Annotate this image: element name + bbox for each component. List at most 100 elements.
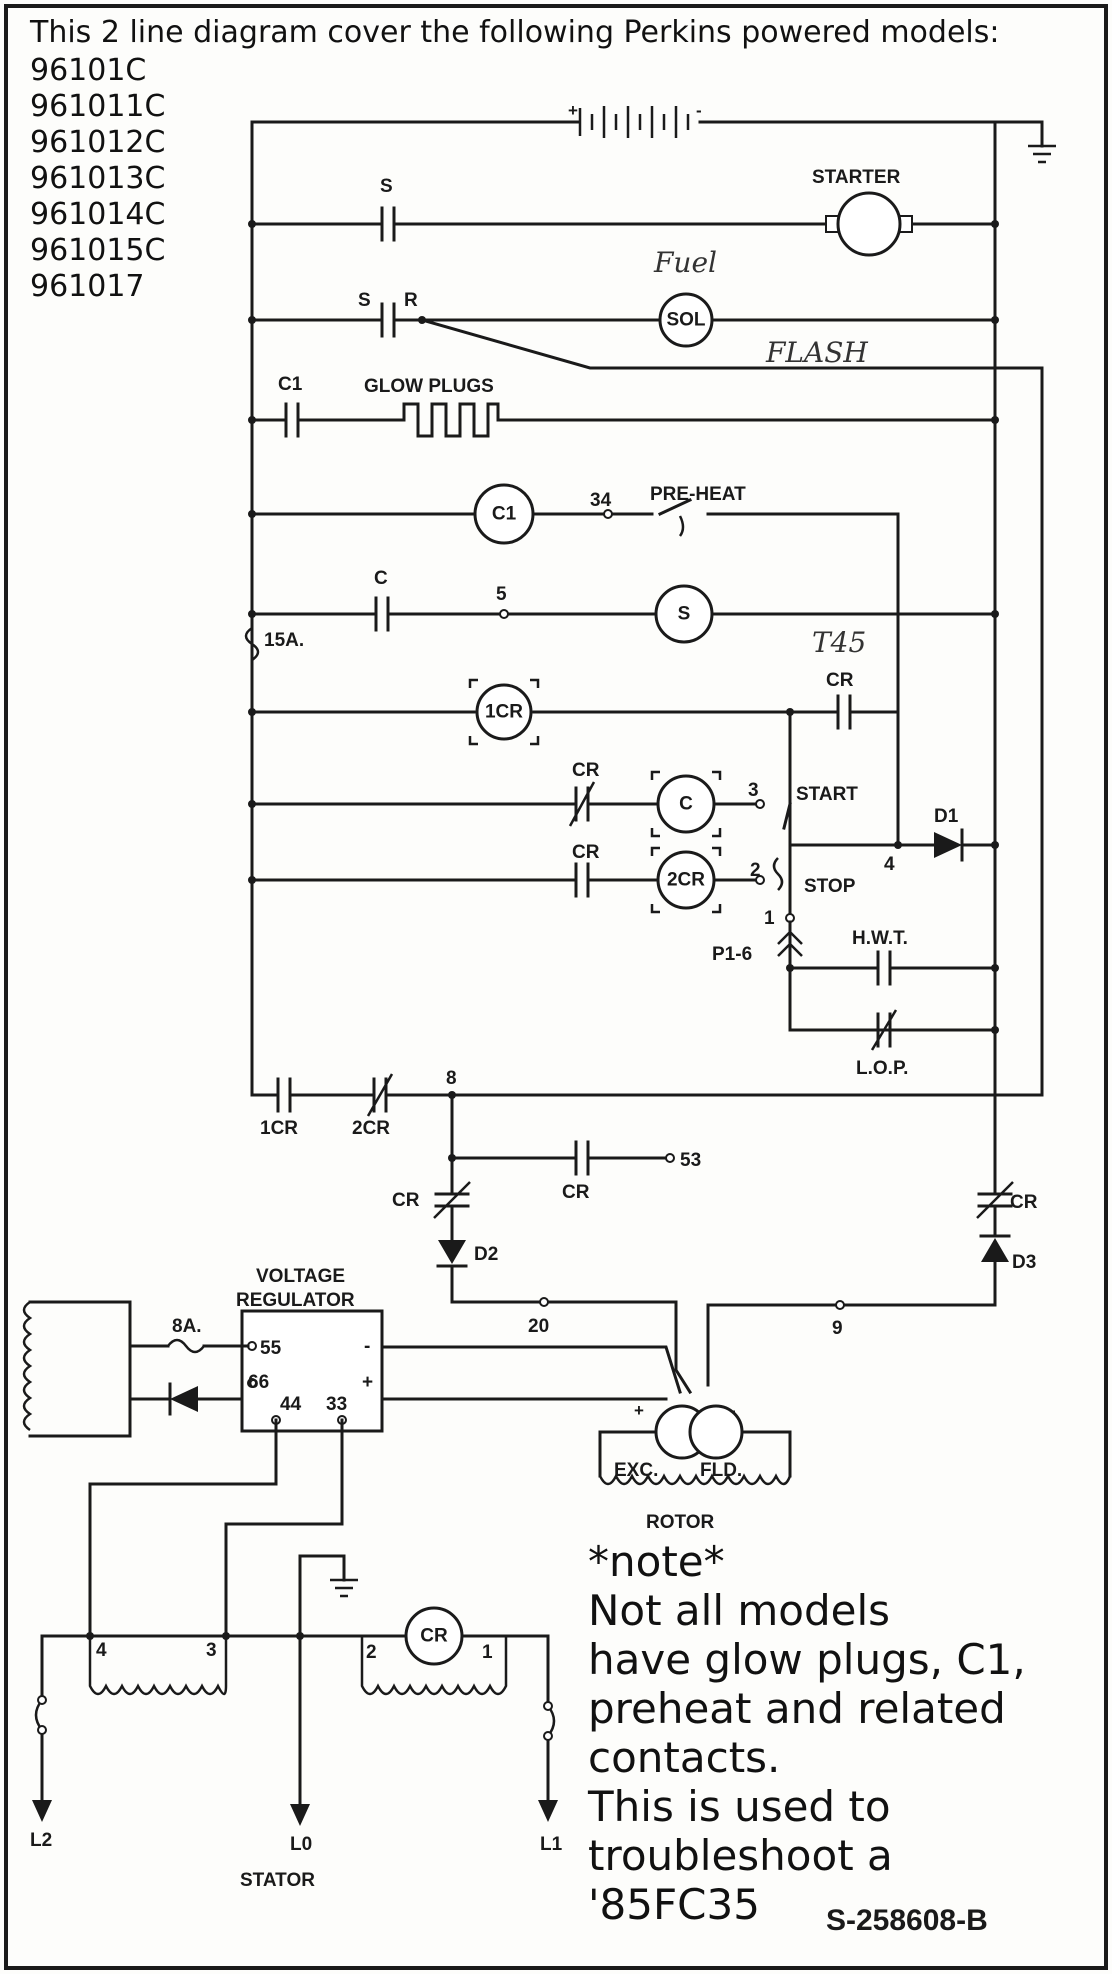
c1-coil-icon (473, 483, 535, 545)
stator-ground-icon (330, 1578, 358, 1598)
label-reg-plus: + (362, 1372, 373, 1393)
handwritten-flash: FLASH (766, 336, 868, 369)
label-fld: FLD. (700, 1460, 742, 1481)
label-s-coil: S (678, 604, 691, 625)
label-wire-34: 34 (590, 490, 612, 511)
model-item: 961017 (30, 269, 145, 304)
fuel-solenoid-rung (248, 292, 1044, 1097)
d1-diode-icon (934, 832, 962, 858)
label-wire-1: 1 (764, 908, 775, 929)
regulator-diode-icon (170, 1386, 198, 1412)
label-starter: STARTER (812, 167, 901, 188)
c-coil-rung (248, 770, 792, 838)
model-item: 96101C (30, 53, 147, 88)
note-line: '85FC35 (588, 1880, 760, 1929)
model-item: 961014C (30, 197, 166, 232)
model-item: 961015C (30, 233, 166, 268)
document-number: S-258608-B (826, 1904, 988, 1937)
handwritten-fuel: Fuel (654, 246, 717, 279)
label-cr-contact-1: CR (826, 670, 854, 691)
svg-text:+: + (568, 101, 578, 120)
label-c1-coil: C1 (492, 504, 517, 525)
label-glow-plugs: GLOW PLUGS (364, 376, 494, 397)
label-wire-3: 3 (748, 780, 759, 801)
c-coil-icon (656, 774, 716, 834)
c1-preheat-rung (248, 483, 900, 847)
stator-cr-coil-icon (404, 1606, 464, 1666)
model-item: 961011C (30, 89, 166, 124)
s-coil-rung (244, 584, 999, 662)
fuse-8a-icon (167, 1338, 205, 1354)
safety-switch-rungs (777, 913, 999, 1051)
note-line: troubleshoot a (588, 1831, 893, 1880)
label-stator-4: 4 (96, 1640, 107, 1661)
label-exc: EXC. (614, 1460, 658, 1481)
label-wire-8: 8 (446, 1068, 457, 1089)
label-cr-contact-4: CR (562, 1182, 590, 1203)
model-item: 961013C (30, 161, 166, 196)
diagram-labels: STARTER S S R SOL C1 GLOW PLUGS C1 34 PR… (30, 167, 1038, 1937)
ground-icon (993, 120, 1056, 164)
d2-diode-icon (438, 1240, 466, 1264)
l2-arrow-icon (32, 1800, 52, 1822)
l1-arrow-icon (538, 1800, 558, 1822)
label-term-66: 66 (248, 1372, 269, 1393)
rotor-feed-wires (380, 1300, 693, 1401)
label-1cr-coil: 1CR (485, 702, 523, 723)
label-hwt: H.W.T. (852, 928, 908, 949)
label-stator-3: 3 (206, 1640, 217, 1661)
s-coil-icon (654, 584, 714, 644)
exciter-winding (22, 1300, 250, 1438)
label-rotor: ROTOR (646, 1512, 715, 1533)
note-line: Not all models (588, 1586, 891, 1635)
stator (32, 1418, 558, 1826)
note-line: *note* (588, 1537, 725, 1586)
label-l1: L1 (540, 1834, 563, 1855)
voltage-regulator (240, 1309, 384, 1433)
note-line: have glow plugs, C1, (588, 1635, 1026, 1684)
starter-motor-icon (836, 191, 902, 257)
battery: + - (250, 101, 997, 138)
d1-diode-line (788, 828, 999, 862)
label-cr-contact-3: CR (572, 842, 600, 863)
note-line: preheat and related (588, 1684, 1006, 1733)
label-stop: STOP (804, 876, 856, 897)
glow-plugs-rung (248, 402, 999, 438)
2cr-coil-icon (656, 850, 716, 910)
svg-text:-: - (696, 101, 702, 120)
solenoid-coil-icon (658, 292, 714, 348)
label-wire-4: 4 (884, 854, 895, 875)
fuse-15a-icon (244, 626, 260, 662)
label-c-contact: C (374, 568, 388, 589)
label-term-44: 44 (280, 1394, 302, 1415)
label-start: START (796, 784, 858, 805)
note-line: This is used to (588, 1782, 891, 1831)
2cr-coil-rung (248, 846, 784, 914)
label-2cr-contact: 2CR (352, 1118, 390, 1139)
label-cr-contact-2: CR (572, 760, 600, 781)
label-lop: L.O.P. (856, 1058, 908, 1079)
label-sol: SOL (666, 310, 705, 331)
label-s-contact: S (380, 176, 393, 197)
label-reg-minus: - (364, 1336, 370, 1357)
label-p1-6: P1-6 (712, 944, 752, 965)
p1-6-connector-icon (777, 930, 803, 957)
label-d2: D2 (474, 1244, 498, 1265)
1cr-coil-icon (475, 683, 533, 741)
label-d1: D1 (934, 806, 959, 827)
model-item: 961012C (30, 125, 166, 160)
label-stator-1: 1 (482, 1642, 493, 1663)
l0-arrow-icon (290, 1804, 310, 1826)
label-c1-contact: C1 (278, 374, 303, 395)
label-pre-heat: PRE-HEAT (650, 484, 746, 505)
d3-branch (706, 1178, 1014, 1387)
label-cr-contact-5: CR (392, 1190, 420, 1211)
label-l2: L2 (30, 1830, 52, 1851)
label-voltage: VOLTAGE (256, 1266, 345, 1287)
label-2cr-coil: 2CR (667, 870, 705, 891)
starter-rung (248, 191, 999, 257)
d2-branch (433, 1156, 678, 1307)
label-fuse-8a: 8A. (172, 1316, 202, 1337)
